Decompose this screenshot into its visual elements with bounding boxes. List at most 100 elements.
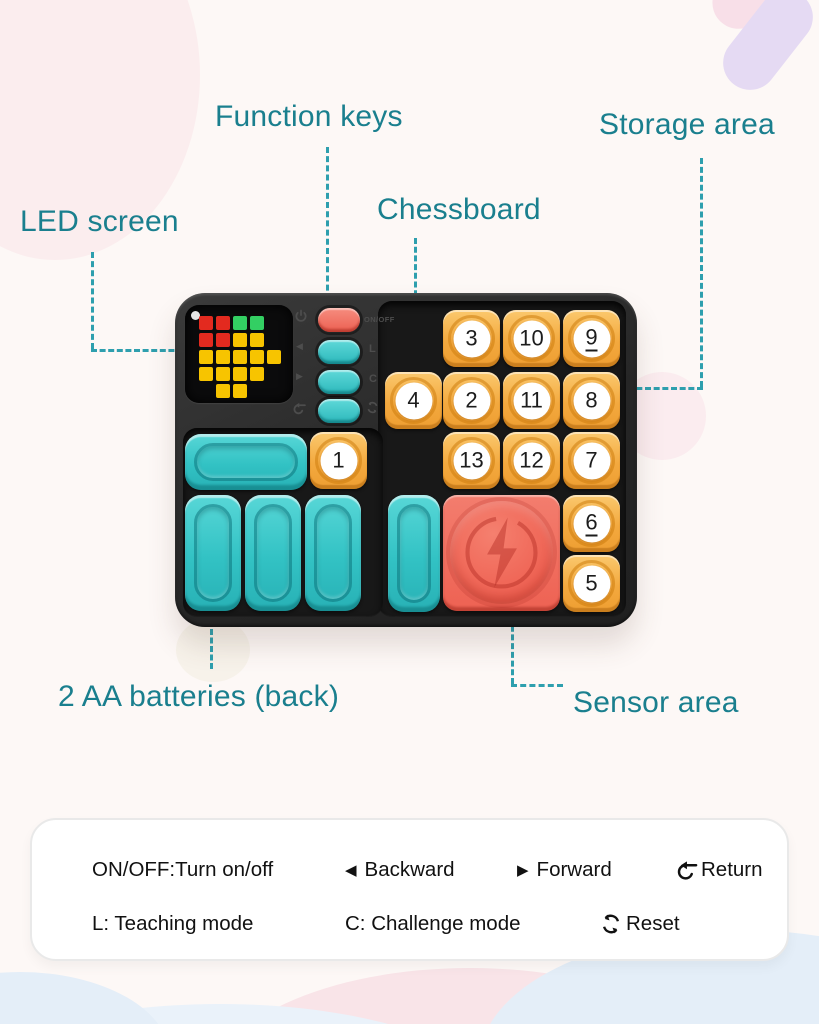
legend-challenge: C: Challenge mode [345,912,521,936]
tile-disc: 1 [320,442,357,479]
tile-disc: 8 [573,382,610,419]
led-pixel-off [267,384,281,398]
legend-on-off-text: ON/OFF:Turn on/off [92,858,274,881]
legend-card: ON/OFF:Turn on/off ◀ Backward ▶ Forward … [30,818,789,961]
led-pixel-on [216,316,230,330]
led-pixel-on [250,350,264,364]
legend-teaching: L: Teaching mode [92,912,253,936]
tile-disc: 2 [453,382,490,419]
tile-8: 8 [563,372,620,429]
forward-icon: ▶ [296,371,303,381]
led-pixel-on [199,350,213,364]
led-pixel-on [216,350,230,364]
reset-icon [367,401,378,414]
leader-sensor-vertical [511,617,514,684]
return-icon [293,402,306,415]
tile-5: 5 [563,555,620,612]
teal-block-vertical-1 [185,495,241,611]
backward-button [318,340,360,364]
tile-number: 11 [520,387,543,413]
tile-number: 6 [585,510,598,537]
teal-block-vertical-board [388,495,440,612]
led-pixel-on [233,333,247,347]
label-batteries: 2 AA batteries (back) [58,680,340,713]
tile-disc: 4 [395,382,432,419]
led-pixel-off [267,333,281,347]
legend-backward-text: Backward [364,858,455,881]
legend-reset-text: Reset [626,912,680,935]
teal-block-vertical-3 [305,495,361,611]
screen-glint [191,311,200,320]
leader-storage-horizontal [619,387,703,390]
leader-storage-vertical [700,158,703,387]
legend-challenge-text: C: Challenge mode [345,912,521,935]
led-pixel-on [233,367,247,381]
led-pixel-on [216,333,230,347]
legend-reset: Reset [600,912,680,936]
tile-3: 3 [443,310,500,367]
led-pixel-off [267,367,281,381]
on-off-engraving: ON/OFF [364,315,395,324]
tile-number: 8 [585,387,598,413]
led-pixel-on [233,384,247,398]
tile-number: 4 [407,387,420,413]
led-pixel-off [267,316,281,330]
tile-4: 4 [385,372,442,429]
tile-number: 1 [332,447,345,473]
legend-on-off: ON/OFF:Turn on/off [92,858,273,882]
led-pixel-on [199,367,213,381]
label-sensor-area: Sensor area [573,686,739,719]
led-screen [185,305,293,403]
tile-number: 3 [465,325,478,351]
background-blob [176,618,250,682]
teal-block-horizontal [185,434,307,490]
tile-disc: 11 [513,382,550,419]
tile-disc: 6 [573,505,610,542]
bolt-logo-icon [465,516,538,589]
tile-number: 2 [465,387,478,413]
tile-6: 6 [563,495,620,552]
legend-teaching-text: L: Teaching mode [92,912,254,935]
tile-disc: 3 [453,320,490,357]
leader-sensor-horizontal [511,684,563,687]
background-blob [0,972,170,1024]
led-pixel-off [250,384,264,398]
tile-number: 5 [585,570,598,596]
leader-led-horizontal [91,349,183,352]
label-led-screen: LED screen [20,205,179,238]
label-function-keys: Function keys [215,100,403,133]
tile-disc: 12 [513,442,550,479]
led-pixel-on [250,316,264,330]
led-pixel-on [216,367,230,381]
tile-2: 2 [443,372,500,429]
forward-icon: ▶ [517,862,529,879]
teaching-engraving: L [369,343,376,355]
tile-number: 10 [519,325,544,351]
tile-11: 11 [503,372,560,429]
sensor-disc [450,501,553,604]
legend-forward-text: Forward [536,858,612,881]
backward-icon: ◀ [345,862,357,879]
tile-disc: 9 [573,320,610,357]
forward-button [318,370,360,394]
puzzle-device: ON/OFF ◀ L ▶ C [175,293,637,627]
tile-disc: 7 [573,442,610,479]
tile-13: 13 [443,432,500,489]
tile-number: 9 [585,325,598,352]
tile-1: 1 [310,432,367,489]
reset-icon [602,914,620,934]
tile-7: 7 [563,432,620,489]
tile-number: 13 [459,447,484,473]
led-pixel-on [233,350,247,364]
leader-batteries [210,612,213,669]
led-pixel-on [216,384,230,398]
tile-12: 12 [503,432,560,489]
leader-led-vertical [91,252,94,349]
return-button [318,399,360,423]
power-button [318,308,360,332]
led-pixel-on [267,350,281,364]
tile-disc: 10 [513,320,550,357]
leader-chessboard [414,238,417,331]
leader-function-keys [326,147,329,309]
